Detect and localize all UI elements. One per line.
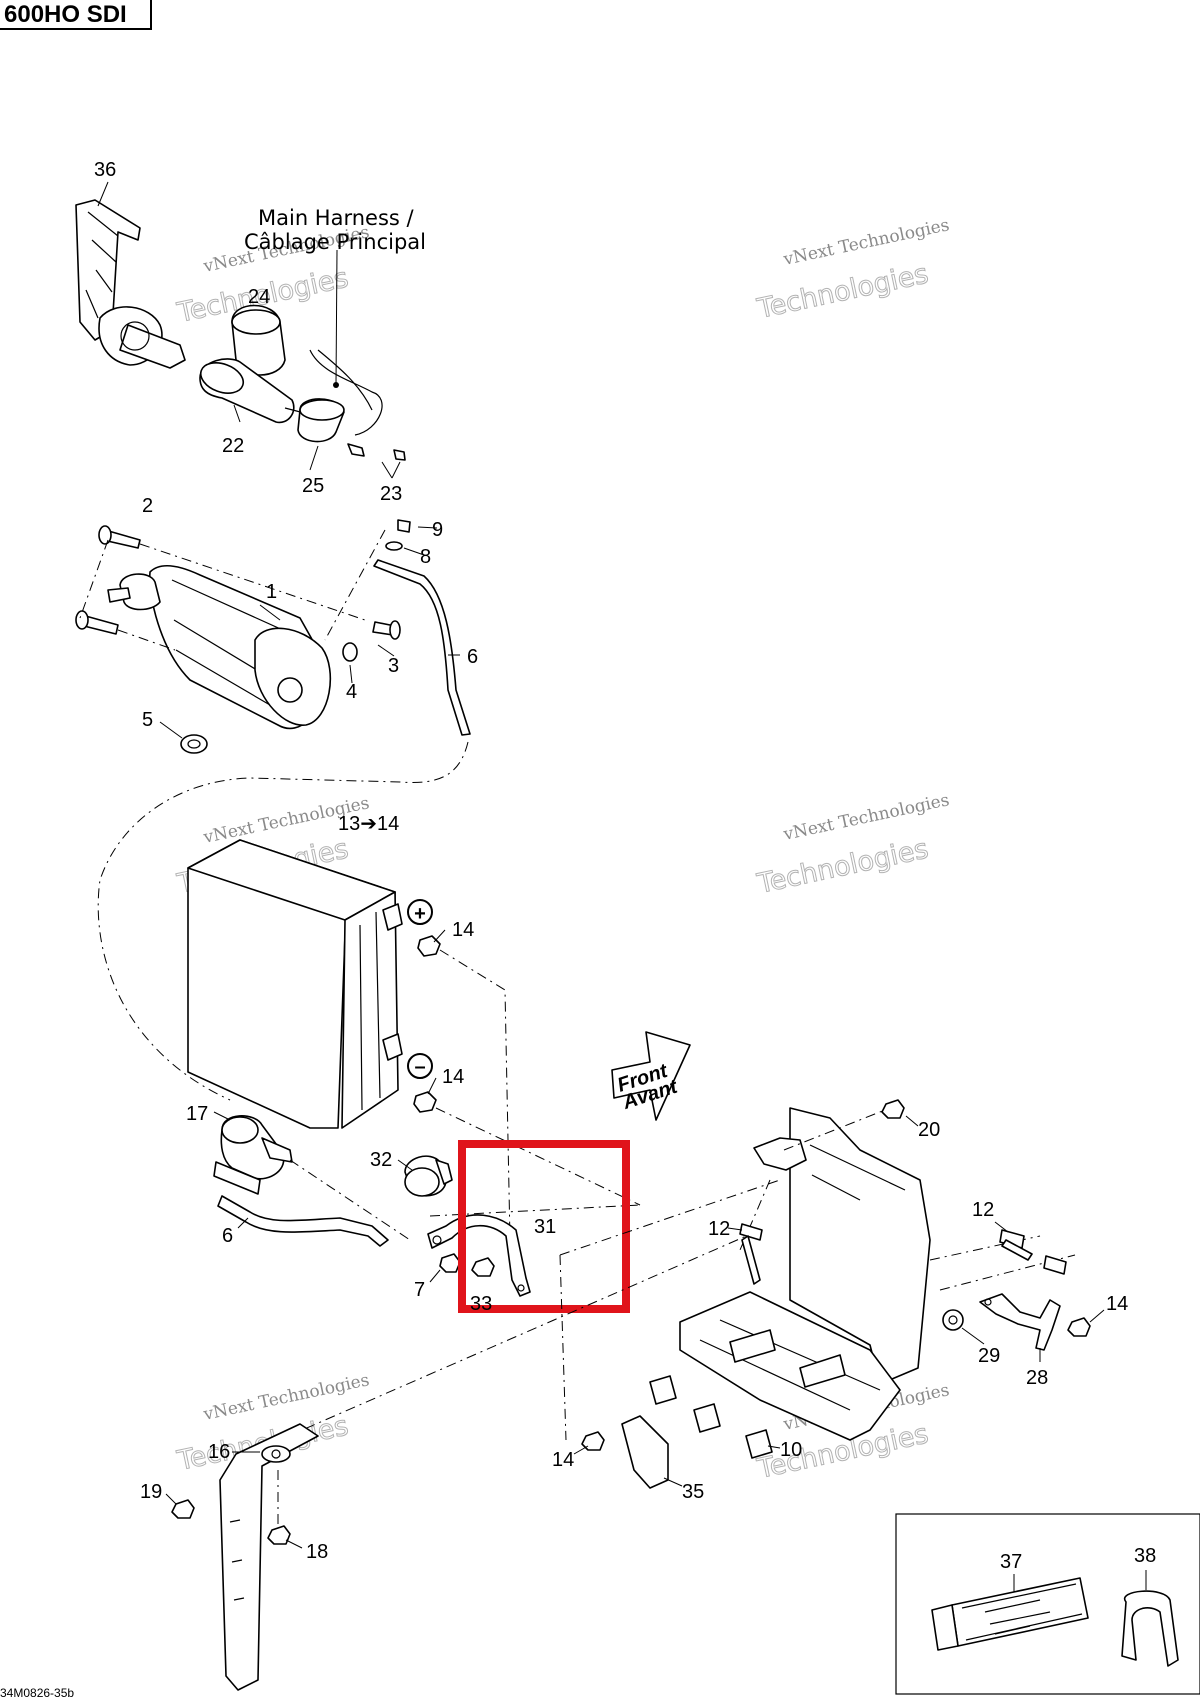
harness-label-line2: Câblage Principal xyxy=(244,230,426,254)
highlight-box xyxy=(458,1140,630,1313)
nut-9 xyxy=(397,519,411,533)
screw-2b xyxy=(75,610,119,635)
callout-31: 31 xyxy=(534,1216,556,1238)
callout-33: 33 xyxy=(470,1293,492,1315)
callout-6-top: 6 xyxy=(467,646,478,668)
callout-battery-kit: 13➔14 xyxy=(338,813,399,835)
screw-18 xyxy=(267,1525,291,1545)
watermark-text: Technologies xyxy=(754,258,931,325)
nut-7 xyxy=(439,1253,461,1273)
bolt-12b xyxy=(999,1229,1033,1261)
washer-4 xyxy=(342,642,358,662)
callout-17: 17 xyxy=(186,1103,208,1125)
callout-19: 19 xyxy=(140,1481,162,1503)
callout-2: 2 xyxy=(142,495,153,517)
callout-14-pos: 14 xyxy=(452,919,474,941)
nut-14c xyxy=(1067,1317,1091,1337)
negative-terminal-symbol: – xyxy=(407,1053,433,1079)
callout-22: 22 xyxy=(222,435,244,457)
callout-14-neg: 14 xyxy=(442,1066,464,1088)
harness-wire xyxy=(309,349,406,461)
callout-5: 5 xyxy=(142,709,153,731)
watermark-text: vNext Technologies xyxy=(781,215,951,270)
screw-3 xyxy=(372,620,401,640)
nut-20 xyxy=(881,1099,905,1119)
bracket-36 xyxy=(75,199,186,369)
main-harness-label: Main Harness / Câblage Principal xyxy=(244,206,426,254)
clip-35 xyxy=(621,1415,669,1489)
ground-cable-28 xyxy=(979,1293,1061,1351)
callout-6-bottom: 6 xyxy=(222,1225,233,1247)
screw-19 xyxy=(171,1499,195,1519)
callout-14-right: 14 xyxy=(1106,1293,1128,1315)
bolt-12a xyxy=(739,1223,763,1285)
grease-tube-37 xyxy=(931,1577,1089,1651)
callout-37: 37 xyxy=(1000,1551,1022,1573)
callout-35: 35 xyxy=(682,1481,704,1503)
callout-29: 29 xyxy=(978,1345,1000,1367)
model-label: 600HO SDI xyxy=(4,1,127,28)
watermark-text: Technologies xyxy=(754,833,931,900)
nut-14b xyxy=(413,1091,437,1113)
negative-terminal-label: – xyxy=(414,1056,425,1078)
positive-terminal-label: + xyxy=(414,903,426,925)
washer-8 xyxy=(385,541,403,551)
front-direction-arrow: Front Avant xyxy=(611,1031,691,1121)
support-bracket-16 xyxy=(219,1423,319,1691)
starter-motor-1 xyxy=(107,565,332,730)
washer-5 xyxy=(180,734,208,754)
ring-25 xyxy=(297,398,345,443)
cover-32 xyxy=(404,1155,453,1197)
screw-14d xyxy=(581,1431,605,1451)
callout-16: 16 xyxy=(208,1441,230,1463)
callout-20: 20 xyxy=(918,1119,940,1141)
battery-13 xyxy=(187,839,403,1129)
callout-12-right: 12 xyxy=(972,1199,994,1221)
harness-label-line1: Main Harness / xyxy=(258,206,415,230)
callout-24: 24 xyxy=(248,286,270,308)
solenoid-17 xyxy=(213,1115,293,1195)
cable-6-top xyxy=(373,559,471,736)
callout-25: 25 xyxy=(302,475,324,497)
callout-23: 23 xyxy=(380,483,402,505)
callout-14-bottom: 14 xyxy=(552,1449,574,1471)
callout-8: 8 xyxy=(420,546,431,568)
callout-9: 9 xyxy=(432,519,443,541)
nut-33 xyxy=(471,1257,495,1277)
battery-tray xyxy=(679,1107,931,1441)
callout-18: 18 xyxy=(306,1541,328,1563)
document-code: 34M0826-35b xyxy=(0,1686,75,1700)
model-label-box: 600HO SDI xyxy=(0,0,152,30)
callout-10: 10 xyxy=(780,1439,802,1461)
callout-36: 36 xyxy=(94,159,116,181)
sleeve-24 xyxy=(231,304,286,376)
retaining-ring-38 xyxy=(1121,1590,1179,1667)
callout-28: 28 xyxy=(1026,1367,1048,1389)
callout-1: 1 xyxy=(266,581,277,603)
positive-terminal-symbol: + xyxy=(407,899,433,925)
callout-3: 3 xyxy=(388,655,399,677)
bolt-12c xyxy=(1043,1255,1067,1275)
callout-labels: 36 24 22 25 23 2 9 8 1 6 3 4 5 13➔14 14 … xyxy=(94,159,1156,1573)
callout-32: 32 xyxy=(370,1149,392,1171)
watermark-text: vNext Technologies xyxy=(781,790,951,845)
cable-6-bottom xyxy=(217,1195,389,1247)
capacitor-22 xyxy=(199,358,309,424)
screw-2 xyxy=(98,525,141,549)
star-washer-29 xyxy=(942,1309,964,1331)
grommets-10 xyxy=(649,1375,773,1459)
callout-38: 38 xyxy=(1134,1545,1156,1567)
callout-4: 4 xyxy=(346,681,357,703)
callout-7: 7 xyxy=(414,1279,425,1301)
ground-cable-31 xyxy=(427,1214,531,1297)
callout-12-left: 12 xyxy=(708,1218,730,1240)
